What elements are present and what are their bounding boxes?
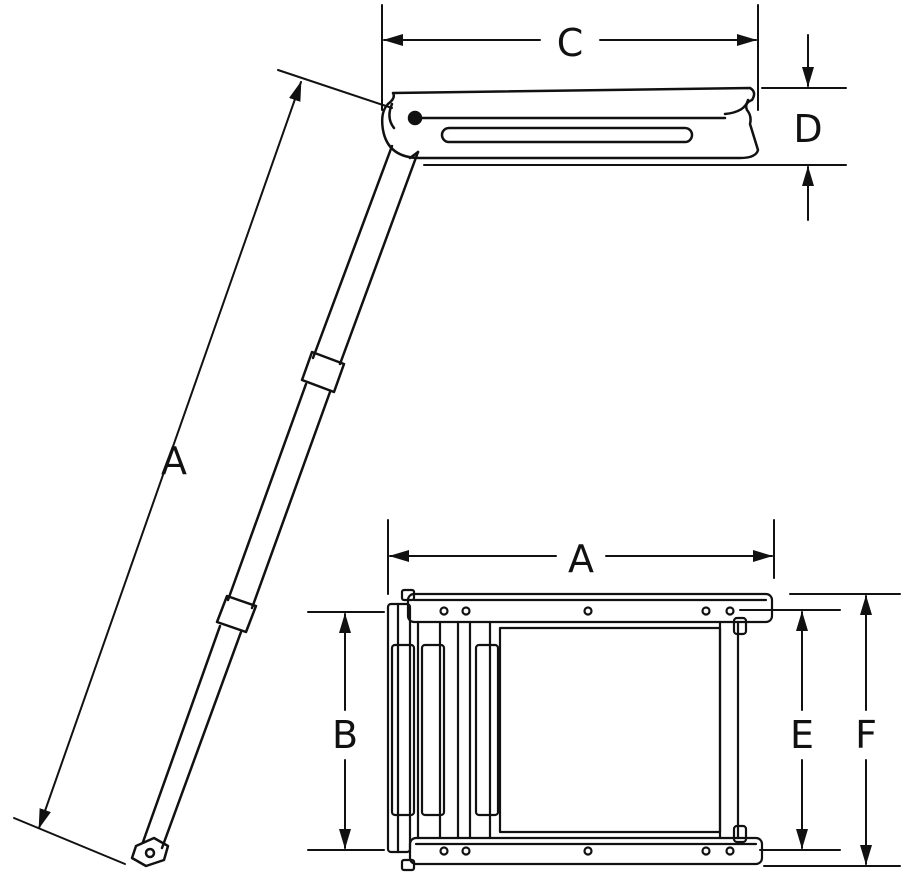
label-a-front: A bbox=[568, 537, 594, 581]
dimension-labels: A C D A B E F bbox=[161, 21, 877, 757]
step-outline bbox=[380, 86, 760, 160]
front-top-tread bbox=[406, 592, 774, 624]
step-front-lip bbox=[723, 98, 750, 116]
leg-lower-left bbox=[141, 624, 222, 844]
label-c: C bbox=[557, 21, 584, 65]
leg-collar-1 bbox=[300, 350, 346, 394]
label-a-side: A bbox=[161, 439, 187, 483]
front-inner-frame bbox=[498, 626, 722, 834]
leg-upper-left bbox=[311, 144, 394, 360]
front-clip-bottom bbox=[400, 858, 416, 872]
front-hinge-bottom bbox=[732, 824, 748, 844]
front-hinge-top bbox=[732, 616, 748, 636]
front-top-tread-holes bbox=[439, 606, 735, 616]
side-view-leg bbox=[130, 144, 420, 868]
label-b: B bbox=[332, 713, 358, 757]
leg-lower-right bbox=[160, 630, 243, 850]
front-leg-tube-3 bbox=[474, 643, 500, 817]
front-dimensions bbox=[307, 519, 901, 867]
front-leg-tube-1 bbox=[390, 643, 416, 817]
leg-foot bbox=[130, 836, 170, 868]
side-view-step bbox=[380, 86, 760, 160]
leg-foot-pin bbox=[144, 847, 156, 859]
leg-collar-2 bbox=[215, 594, 258, 634]
dim-a-side-line bbox=[38, 81, 302, 829]
step-pivot-pin bbox=[407, 110, 423, 126]
label-f: F bbox=[855, 713, 877, 757]
front-view-ladder bbox=[386, 588, 774, 872]
step-slot bbox=[440, 126, 694, 144]
label-e: E bbox=[790, 713, 814, 757]
front-bottom-tread-holes bbox=[439, 846, 735, 856]
front-clip-top bbox=[400, 588, 416, 602]
front-leg-tube-2 bbox=[420, 643, 446, 817]
leg-upper-right bbox=[338, 150, 420, 366]
label-d: D bbox=[793, 107, 822, 151]
step-hinge-curl bbox=[388, 102, 396, 130]
leg-upper-cap bbox=[408, 150, 420, 160]
side-dimensions bbox=[13, 4, 847, 865]
dim-a-side-ext-top bbox=[277, 69, 393, 109]
dim-a-side-ext-bottom bbox=[13, 817, 126, 865]
